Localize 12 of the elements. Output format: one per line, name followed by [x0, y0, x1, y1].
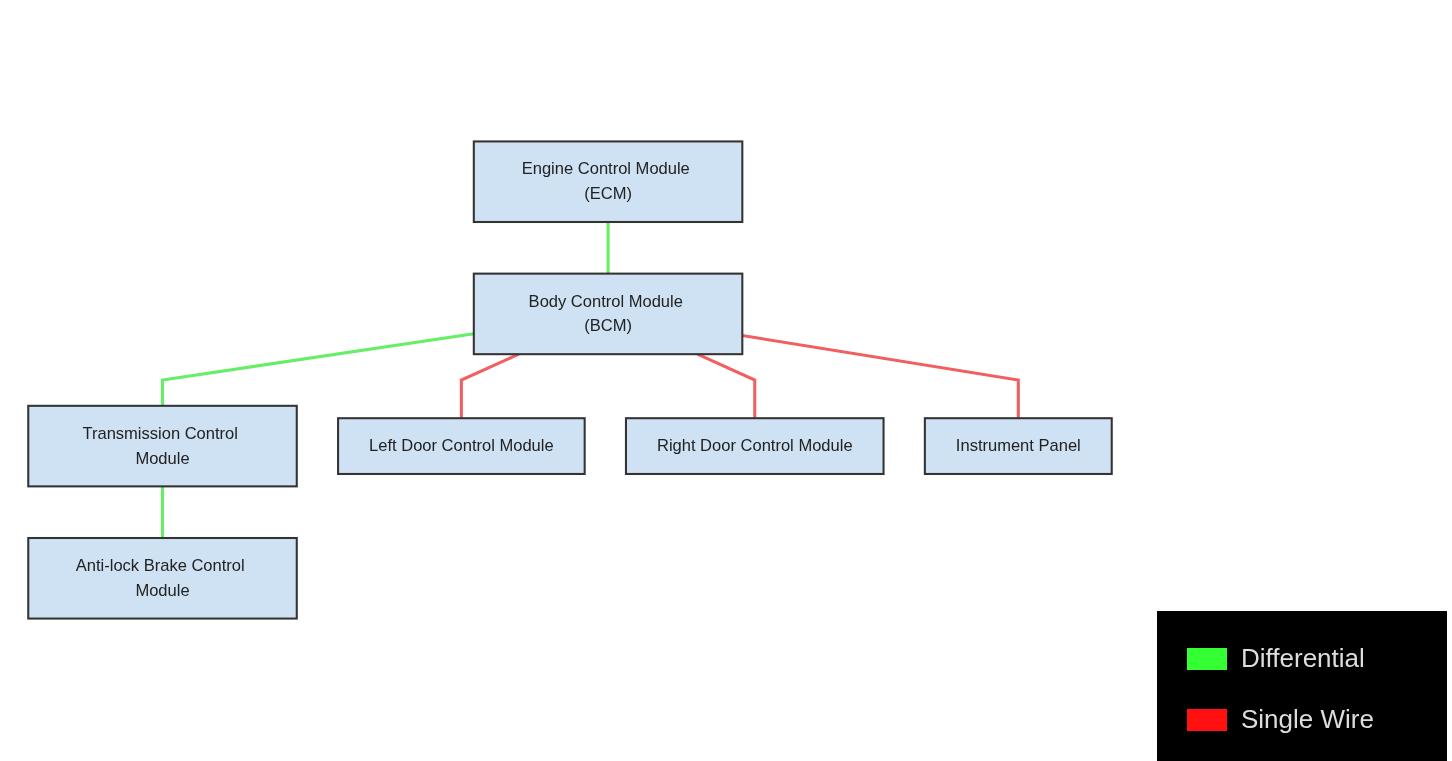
node-box: Transmission Control Module — [27, 404, 298, 488]
node-box: Anti-lock Brake Control Module — [27, 536, 298, 620]
legend-text: Differential — [1241, 643, 1365, 674]
node-box: Left Door Control Module — [337, 417, 586, 475]
connector — [742, 334, 1020, 419]
node-box: Instrument Panel — [923, 417, 1113, 475]
node-box: Right Door Control Module — [624, 417, 885, 475]
connector — [160, 486, 165, 538]
node-box: Body Control Module (BCM) — [472, 272, 744, 356]
legend-text: Single Wire — [1241, 704, 1374, 735]
connector — [606, 222, 610, 274]
node-box: Engine Control Module (ECM) — [472, 140, 744, 224]
